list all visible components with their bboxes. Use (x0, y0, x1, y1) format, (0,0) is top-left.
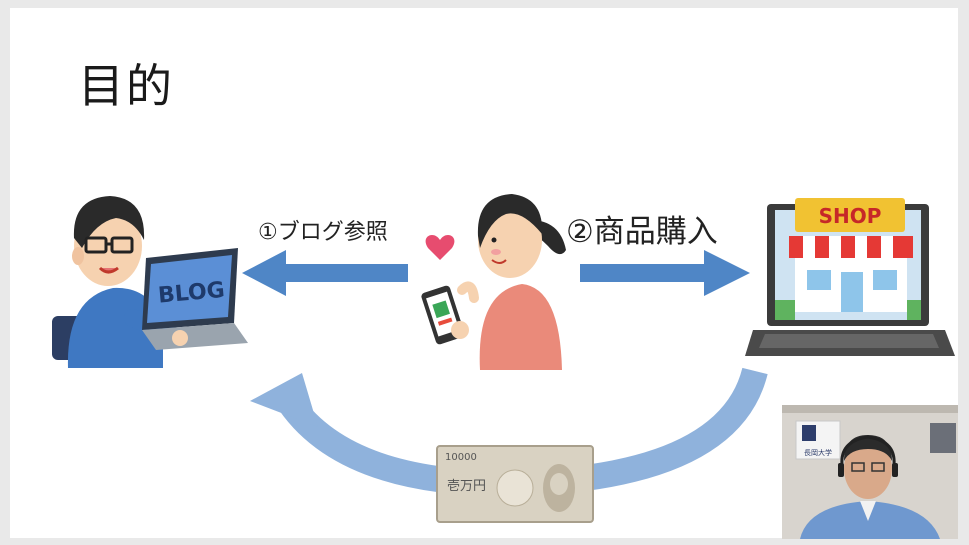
heart-icon (425, 234, 455, 260)
banknote-denomination: 10000 (445, 452, 477, 463)
presenter-video: 長岡大学 (782, 405, 958, 539)
step2-label: ②商品購入 (566, 214, 718, 250)
customer-illustration (421, 194, 566, 370)
poster-text: 長岡大学 (804, 448, 832, 457)
arrow-to-shop (580, 250, 750, 296)
slide-title: 目的 (78, 59, 174, 113)
banknote: 10000 壱万円 (436, 445, 594, 523)
presenter-video-frame: 長岡大学 (782, 405, 958, 539)
blogger-illustration: BLOG (52, 196, 248, 368)
shop-laptop-illustration: SHOP (745, 198, 955, 356)
slide: 目的 BLOG ①ブログ参照 (10, 8, 958, 538)
laptop-screen-text: BLOG (157, 278, 226, 309)
step1-label: ①ブログ参照 (258, 220, 388, 245)
shop-sign-text: SHOP (819, 204, 882, 228)
banknote-label: 壱万円 (447, 479, 486, 494)
arrow-to-blog (242, 250, 408, 296)
